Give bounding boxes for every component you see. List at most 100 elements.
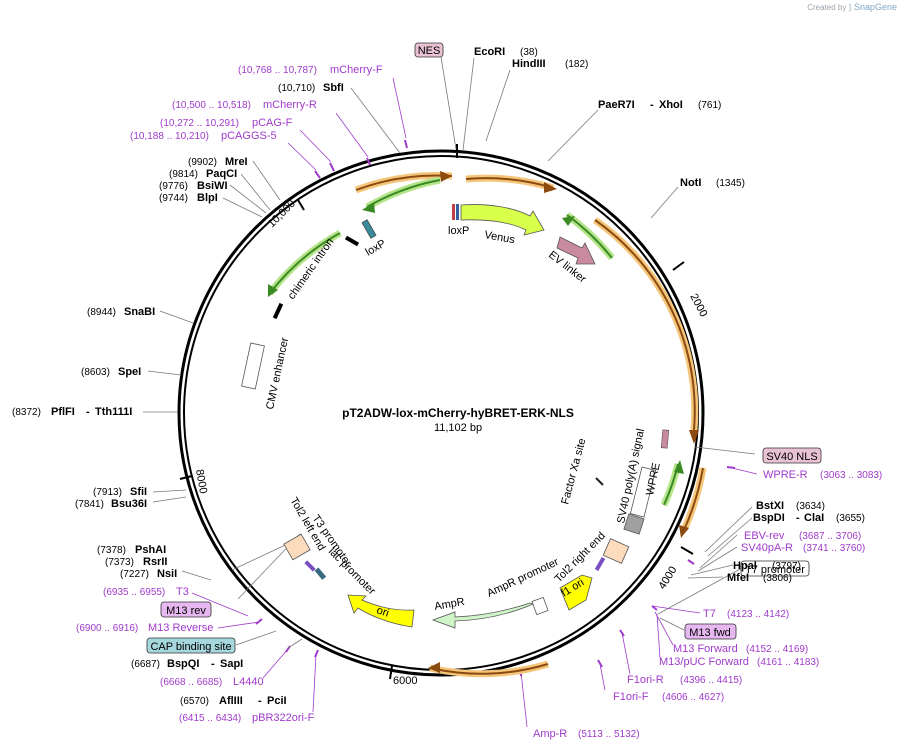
ev-linker-arrow <box>556 236 596 265</box>
venus-start-mark <box>452 204 455 220</box>
enzyme-clai-sep: - <box>796 512 800 524</box>
enzyme-nsii-pos: (7227) <box>120 569 149 580</box>
enzyme-pshai-name: PshAI <box>135 544 166 556</box>
leader-hpai <box>690 564 734 576</box>
primer-mcherry-f-name: mCherry-F <box>330 64 383 76</box>
enzyme-sfii-name: SfiI <box>130 486 147 498</box>
label-loxp-left: loxP <box>364 238 389 259</box>
leader-bsu36i <box>152 496 187 503</box>
primer-m13-reverse-name: M13 Reverse <box>148 622 213 634</box>
ampr-arrow <box>431 602 535 629</box>
enzyme-afliii-name: AflIII <box>219 695 243 707</box>
primer-pcag-f-pos: (10,272 .. 10,291) <box>160 118 239 129</box>
ampr-promoter-box <box>531 596 549 616</box>
arc-arrowhead-loxp <box>362 202 375 213</box>
leader-bstxi <box>704 506 753 553</box>
credit-brand: SnapGene <box>853 2 897 12</box>
enzyme-sfii-pos: (7913) <box>93 487 122 498</box>
arc-arrowhead-top-right <box>544 182 557 193</box>
enzyme-bspdi-name: BspDI <box>753 512 785 524</box>
primer-site-mcherry-f <box>404 139 408 149</box>
arc-arrowhead-ev-linker <box>562 216 575 226</box>
primer-pcaggs-5-pos: (10,188 .. 10,210) <box>130 131 209 142</box>
tick-mark-10000 <box>297 199 305 211</box>
primer-site-ebv-rev <box>687 559 695 565</box>
primer-ebv-rev-pos: (3687 .. 3706) <box>799 531 861 542</box>
primer-leader-lines <box>191 77 758 728</box>
enzyme-spei-name: SpeI <box>118 366 141 378</box>
primer-site-m13-reverse <box>255 618 263 625</box>
leader-ebv-rev <box>699 534 738 569</box>
enzyme-rsrii-pos: (7373) <box>105 557 134 568</box>
enzyme-tth111i-sep: - <box>86 406 90 418</box>
label-factor-xa: Factor Xa site <box>559 437 588 506</box>
arc-arrowhead-wpre <box>674 460 684 474</box>
enzyme-hindiii-pos: (182) <box>565 59 588 70</box>
enzyme-hpai-pos: (3797) <box>772 561 801 572</box>
enzyme-noti-pos: (1345) <box>716 178 745 189</box>
snapgene-credit: Created by ⟆ SnapGene <box>807 2 897 12</box>
enzyme-pshai-pos: (7378) <box>97 545 126 556</box>
nes-box <box>414 42 444 58</box>
leader-wpre-r <box>731 467 758 475</box>
enzyme-bstxi-name: BstXI <box>756 500 784 512</box>
leader-mrei <box>252 160 281 201</box>
primer-f1ori-f-pos: (4606 .. 4627) <box>662 692 724 703</box>
label-ori: ori <box>375 604 390 619</box>
leader-m13-reverse <box>217 621 260 629</box>
boxed-feature-labels: NES SV40 NLS T7 promoter M13 fwd M13 rev… <box>146 42 822 654</box>
label-loxp-right: loxP <box>448 225 469 237</box>
primer-pcaggs-5-name: pCAGGS-5 <box>221 130 277 142</box>
enzyme-rsrii-name: RsrII <box>143 556 167 568</box>
primer-f1ori-r-pos: (4396 .. 4415) <box>680 675 742 686</box>
leader-pcag-f <box>299 129 332 163</box>
leader-l4440 <box>262 648 289 679</box>
primer-amp-r-pos: (5113 .. 5132) <box>578 729 640 740</box>
label-m13-rev: M13 rev <box>166 605 206 617</box>
primer-f1ori-f-name: F1ori-F <box>613 691 649 703</box>
venus-arrow <box>460 204 545 236</box>
enzyme-xhoi-sep: - <box>650 99 654 111</box>
leader-sv40-nls <box>694 446 756 455</box>
label-t7-promoter: T7 promoter <box>745 564 805 576</box>
label-cap-binding-site: CAP binding site <box>150 641 231 653</box>
enzyme-xhoi-name: XhoI <box>659 99 683 111</box>
leader-mfei <box>687 576 724 579</box>
leader-f1ori-f <box>599 663 606 691</box>
snapgene-logo-icon: ⟆ <box>848 3 852 12</box>
cmv-enhancer-box <box>241 342 265 390</box>
primer-t3-pos: (6935 .. 6955) <box>103 587 165 598</box>
enzyme-mrei-pos: (9902) <box>188 157 217 168</box>
enzyme-clai-name: ClaI <box>804 512 824 524</box>
primer-pcag-f-name: pCAG-F <box>252 117 293 129</box>
enzyme-paqci-name: PaqCI <box>206 168 237 180</box>
tol2-right-end-box <box>602 538 630 564</box>
arc-arrowhead-bottom <box>428 662 440 673</box>
leader-ecori <box>462 57 475 151</box>
primer-t7-name: T7 <box>703 608 716 620</box>
t7-promoter-box <box>740 560 810 577</box>
tick-label-2000: 2000 <box>687 292 709 319</box>
leader-cap-binding-site <box>235 630 277 646</box>
leader-t3 <box>191 592 249 617</box>
venus-start-mark-2 <box>456 204 459 220</box>
arc-orange-right <box>594 219 696 431</box>
primer-site-pbr322ori-f <box>314 649 319 658</box>
primer-wpre-r-name: WPRE-R <box>763 469 808 481</box>
primer-amp-r-name: Amp-R <box>533 728 567 740</box>
tol2-right-mark <box>594 556 606 572</box>
leader-m13-puc-forward <box>656 613 661 659</box>
primer-sv40pa-r-pos: (3741 .. 3760) <box>803 543 865 554</box>
f1-ori-arrow <box>559 574 593 611</box>
tick-mark-8000 <box>179 475 193 480</box>
enzyme-mfei-name: MfeI <box>727 572 749 584</box>
label-nes: NES <box>418 45 441 57</box>
enzyme-bsu36i-name: Bsu36I <box>111 498 147 510</box>
leader-xhoi <box>547 109 599 162</box>
primer-l4440-name: L4440 <box>233 676 264 688</box>
label-ampr-promoter: AmpR promoter <box>485 556 561 600</box>
enzyme-snabi-name: SnaBI <box>124 306 155 318</box>
enzyme-xhoi-pos: (761) <box>698 100 721 111</box>
tick-mark-6000 <box>389 665 393 680</box>
